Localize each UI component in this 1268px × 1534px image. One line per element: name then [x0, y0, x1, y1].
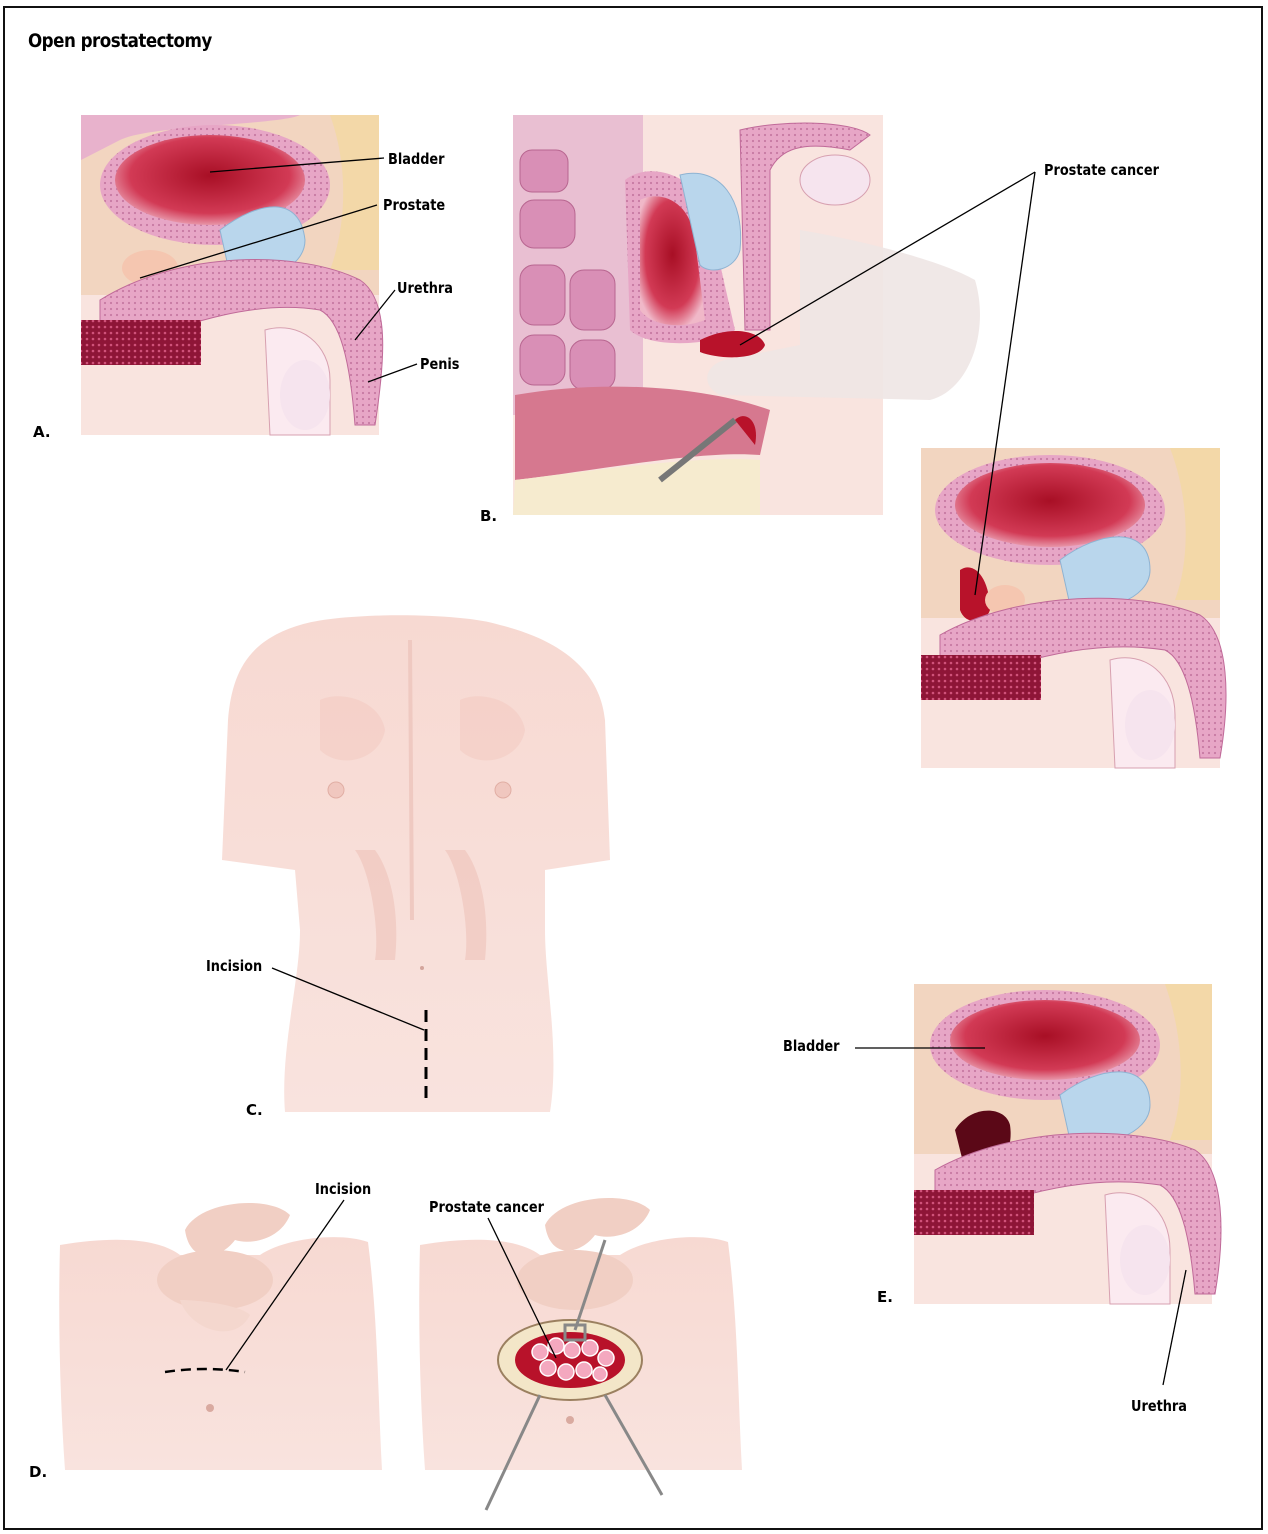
panel-letter-b: B. — [480, 507, 497, 525]
label-bladder-e: Bladder — [783, 1037, 840, 1055]
panel-d-right-perineum — [419, 1198, 742, 1510]
label-penis-a: Penis — [420, 355, 459, 373]
panel-letter-c: C. — [246, 1101, 263, 1119]
panel-e-anatomy — [914, 984, 1221, 1304]
label-incision-d: Incision — [315, 1180, 371, 1198]
panel-letter-d: D. — [29, 1463, 47, 1481]
label-incision-c: Incision — [206, 957, 262, 975]
panel-letter-e: E. — [877, 1288, 893, 1306]
panel-b-anatomy — [513, 115, 980, 515]
label-bladder-a: Bladder — [388, 150, 445, 168]
panel-c-torso — [222, 615, 610, 1112]
label-prostate-a: Prostate — [383, 196, 445, 214]
panel-a-anatomy — [81, 115, 383, 435]
label-urethra-e: Urethra — [1131, 1397, 1187, 1415]
label-prostate-cancer-d: Prostate cancer — [429, 1198, 544, 1216]
panel-b-side-anatomy — [921, 448, 1226, 768]
label-urethra-a: Urethra — [397, 279, 453, 297]
label-prostate-cancer-b: Prostate cancer — [1044, 161, 1159, 179]
panel-d-left-perineum — [59, 1203, 382, 1470]
panel-letter-a: A. — [33, 423, 51, 441]
